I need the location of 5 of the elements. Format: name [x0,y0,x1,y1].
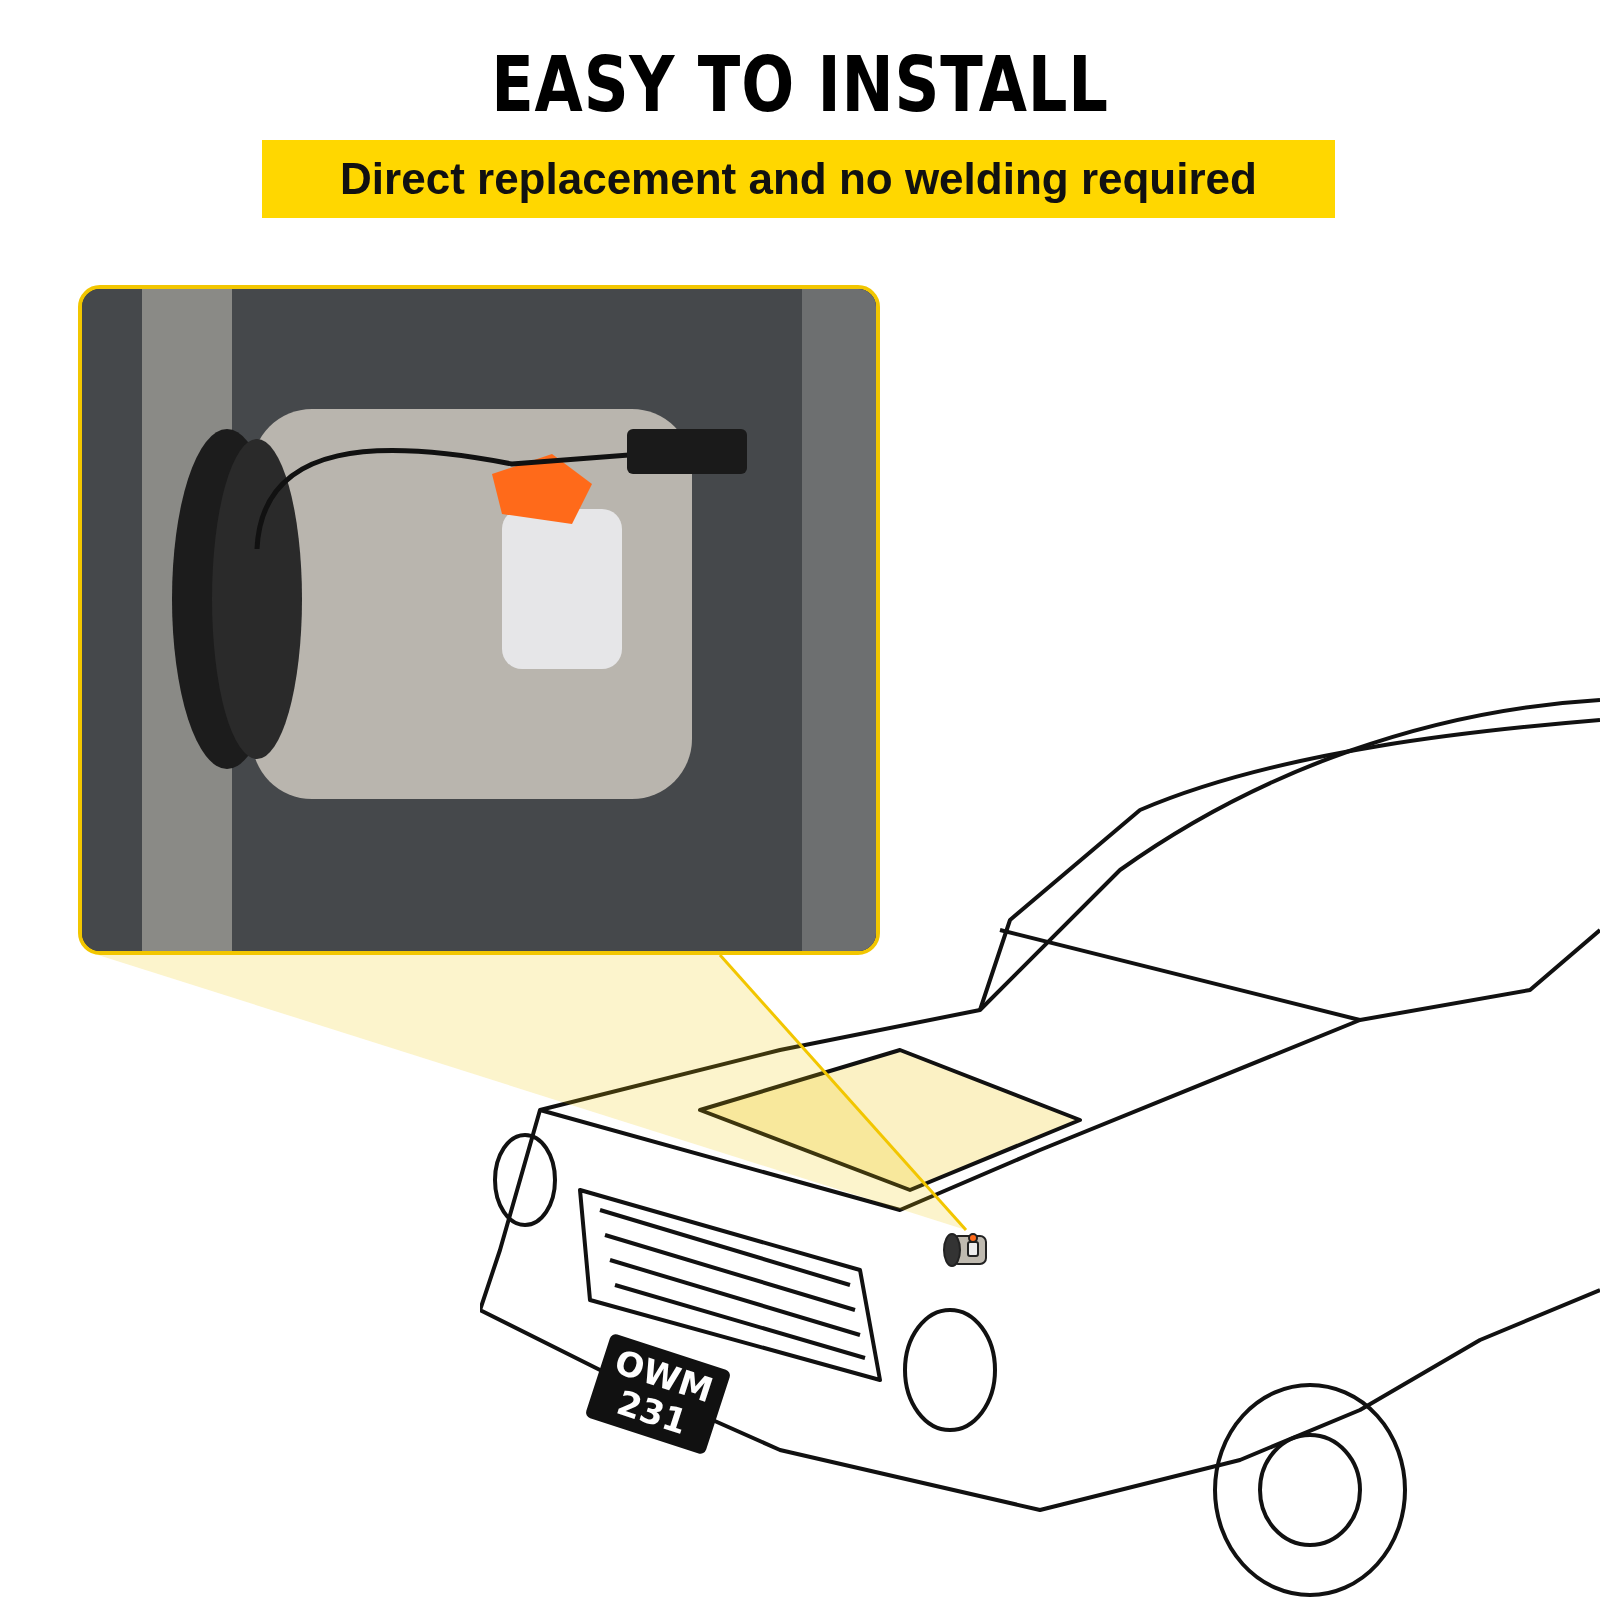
banner: Direct replacement and no welding required [262,140,1335,218]
magnifier-callout [718,954,968,1231]
license-plate: OWM 231 [584,1332,732,1456]
title: EASY TO INSTALL [490,40,1110,129]
compressor-photo [78,285,880,955]
